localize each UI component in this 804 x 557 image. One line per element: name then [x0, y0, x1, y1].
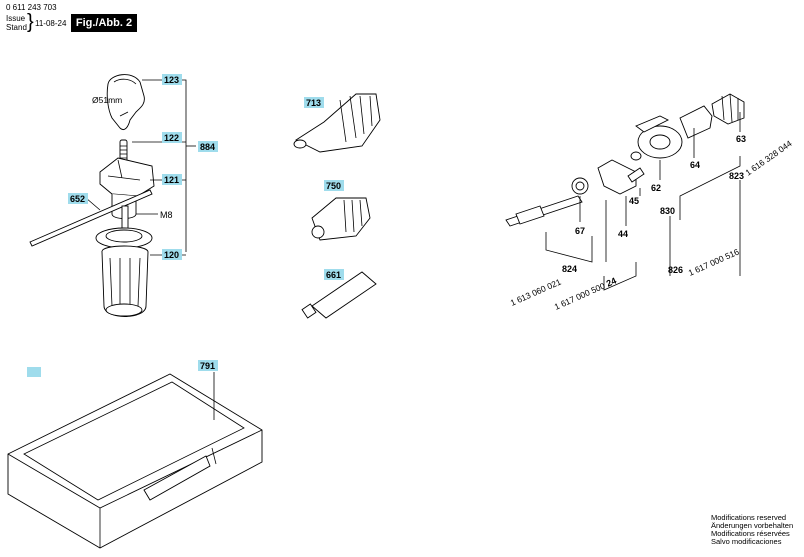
tag-791: 791	[198, 360, 218, 371]
carrying-case-791	[7, 373, 263, 549]
label-823: 823	[729, 171, 744, 181]
header-brace: }	[27, 11, 34, 33]
gear-assembly	[505, 93, 745, 227]
mod-line: Modifications réservées	[711, 529, 790, 538]
label-45: 45	[629, 196, 639, 206]
tag-120: 120	[162, 249, 182, 260]
tag-652: 652	[68, 193, 88, 204]
issue-stand-label: Issue Stand	[6, 14, 27, 32]
label-64: 64	[690, 160, 700, 170]
diameter-label: Ø51mm	[92, 95, 122, 105]
label-62: 62	[651, 183, 661, 193]
legend-swatch	[27, 367, 41, 377]
svg-text:121: 121	[164, 175, 179, 185]
tag-122: 122	[162, 132, 182, 143]
label-824: 824	[562, 264, 577, 274]
figure-title: Fig./Abb. 2	[71, 14, 137, 32]
keyless-chuck-713	[293, 93, 381, 153]
modifications-notice: Modifications reserved Änderungen vorbeh…	[711, 514, 793, 546]
mod-line: Änderungen vorbehalten	[711, 521, 794, 530]
keyless-chuck-750	[311, 197, 371, 241]
svg-text:661: 661	[326, 270, 341, 280]
svg-text:120: 120	[164, 250, 179, 260]
label-44: 44	[618, 229, 628, 239]
part-number-24: 1 617 000 500 24	[553, 275, 618, 311]
tag-750: 750	[324, 180, 344, 191]
issue-date: 11-08-24	[35, 19, 67, 28]
mod-line: Modifications reserved	[711, 513, 787, 522]
svg-text:122: 122	[164, 133, 179, 143]
svg-text:123: 123	[164, 75, 179, 85]
svg-text:884: 884	[200, 142, 215, 152]
tag-121: 121	[162, 174, 182, 185]
label-63: 63	[736, 134, 746, 144]
stand-label: Stand	[6, 23, 27, 32]
issue-label: Issue	[6, 14, 26, 23]
svg-text:713: 713	[306, 98, 321, 108]
label-826: 826	[668, 265, 683, 275]
auxiliary-handle-assembly	[29, 74, 155, 317]
part-number: 0 611 243 703	[6, 3, 57, 12]
part-number-826: 1 617 000 516	[687, 246, 741, 277]
tag-661: 661	[324, 269, 344, 280]
tag-884: 884	[198, 141, 218, 152]
grease-tube-661	[301, 271, 377, 319]
tag-713: 713	[304, 97, 324, 108]
svg-text:652: 652	[70, 194, 85, 204]
part-number-823: 1 616 328 044	[743, 138, 793, 178]
label-67: 67	[575, 226, 585, 236]
svg-text:750: 750	[326, 181, 341, 191]
svg-text:791: 791	[200, 361, 215, 371]
mod-line: Salvo modificaciones	[711, 537, 782, 546]
label-830: 830	[660, 206, 675, 216]
thread-label: M8	[160, 210, 173, 220]
tag-123: 123	[162, 74, 182, 85]
